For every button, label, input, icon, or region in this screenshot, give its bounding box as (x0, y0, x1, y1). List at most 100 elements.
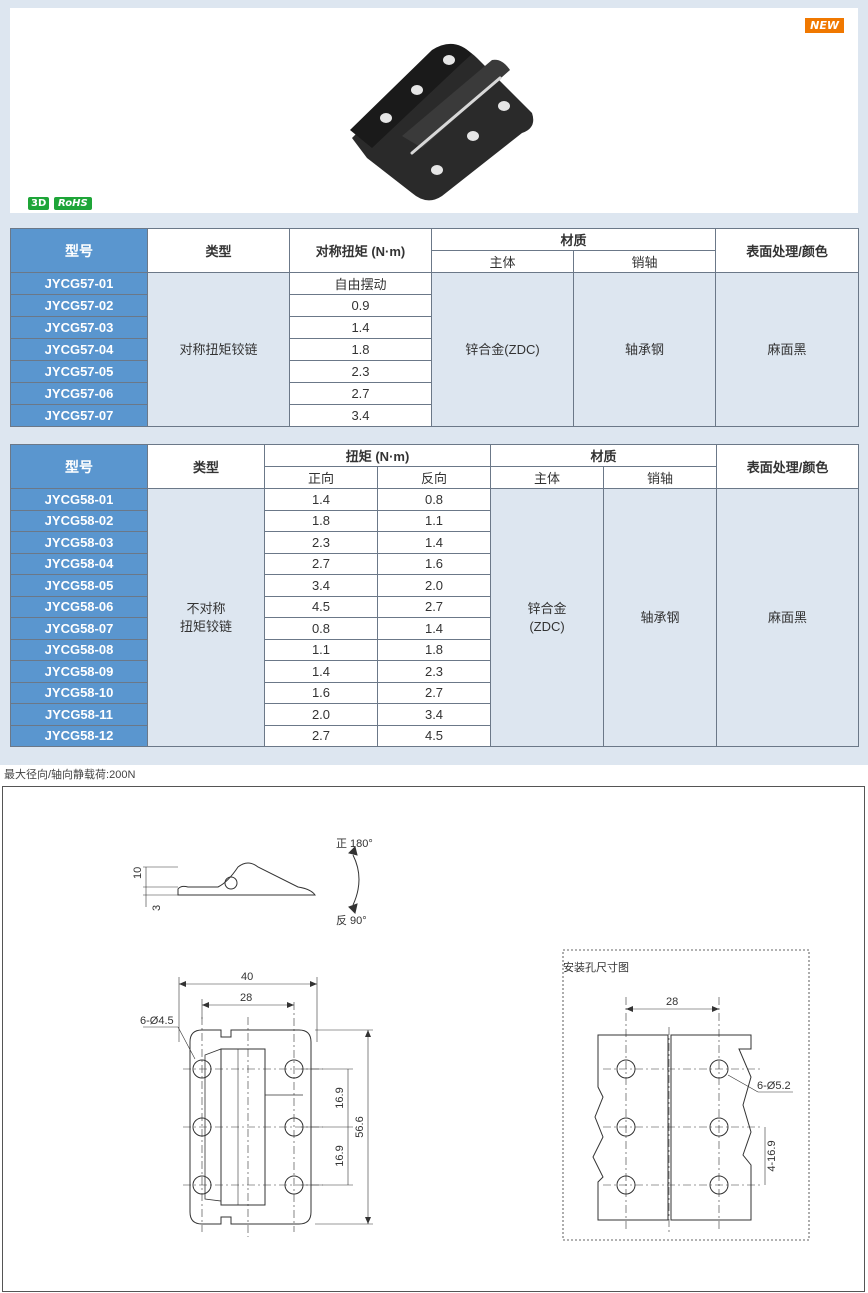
table-cell-forward: 2.7 (264, 552, 378, 575)
table-cell-model: JYCG57-07 (10, 404, 148, 427)
header-reverse: 反向 (376, 466, 492, 489)
table-cell-forward: 1.4 (264, 488, 378, 511)
table-cell-model: JYCG57-04 (10, 338, 148, 361)
spec-table-jycg58: 型号 类型 扭矩 (N·m) 材质 表面处理/颜色 正向 反向 主体 销轴 JY… (10, 444, 860, 747)
rohs-badge: RoHS (54, 197, 92, 210)
table-cell-model: JYCG58-07 (10, 617, 148, 640)
table-cell-model: JYCG58-06 (10, 595, 148, 618)
type-line-2: 扭矩铰链 (179, 618, 232, 634)
table-cell-reverse: 2.7 (376, 681, 492, 704)
table-cell-reverse: 1.6 (376, 552, 492, 575)
dim-mount-holes: 6-Ø5.2 (757, 1080, 791, 1092)
mount-centerlines (603, 997, 763, 1232)
side-view-pin (224, 876, 238, 890)
table-cell-reverse: 1.1 (376, 509, 492, 532)
table-cell-model: JYCG58-08 (10, 638, 148, 661)
front-view-dimensions (143, 977, 373, 1225)
table-cell-forward: 4.5 (264, 595, 378, 618)
table-cell-finish: 麻面黑 (716, 488, 860, 747)
dim-mount-pitch: 4-16.9 (766, 1140, 778, 1171)
table-cell-model: JYCG57-01 (10, 272, 148, 295)
spec-table-jycg57: 型号 类型 对称扭矩 (N·m) 材质 表面处理/颜色 主体 销轴 JYCG57… (10, 228, 860, 427)
table-cell-forward: 1.6 (264, 681, 378, 704)
product-panel: NEW 3D RoHS 型号 类型 对称扭矩 (N·m) 材质 表面处理/颜色 (0, 0, 868, 765)
new-badge: NEW (805, 18, 844, 33)
table-cell-reverse: 1.8 (376, 638, 492, 661)
header-forward: 正向 (264, 466, 378, 489)
front-view-centerlines (183, 1002, 323, 1237)
table-cell-type: 不对称扭矩铰链 (147, 488, 265, 747)
dim-side-h1: 10 (132, 867, 144, 879)
product-image-area: NEW 3D RoHS (10, 8, 858, 213)
angle-reverse: 反 90° (336, 914, 367, 927)
table-cell-body: 锌合金(ZDC) (431, 272, 574, 427)
table-cell-body: 锌合金 (ZDC) (490, 488, 605, 747)
header-material: 材质 (490, 444, 718, 467)
table-cell-forward: 1.1 (264, 638, 378, 661)
mount-outline (592, 1034, 669, 1221)
table-cell-forward: 0.8 (264, 617, 378, 640)
table-cell-reverse: 1.4 (376, 617, 492, 640)
table-cell-torque: 自由摆动 (289, 272, 432, 295)
table-cell-forward: 2.3 (264, 531, 378, 554)
table-cell-forward: 2.7 (264, 724, 378, 747)
table-cell-reverse: 2.0 (376, 574, 492, 597)
header-body: 主体 (431, 250, 574, 273)
technical-drawing: 10 3 正 180° 反 90° 40 28 6-Ø4.5 16.9 16.9… (2, 786, 865, 1292)
table-cell-model: JYCG57-03 (10, 316, 148, 339)
header-pin: 销轴 (572, 250, 717, 273)
table-cell-reverse: 4.5 (376, 724, 492, 747)
dim-pitch-bottom: 16.9 (334, 1145, 346, 1166)
table-cell-torque: 2.3 (289, 360, 432, 383)
table-cell-model: JYCG57-05 (10, 360, 148, 383)
header-material: 材质 (430, 228, 717, 251)
table-cell-reverse: 3.4 (376, 703, 492, 726)
table-cell-model: JYCG58-04 (10, 552, 148, 575)
table-cell-reverse: 2.7 (376, 595, 492, 618)
table-cell-model: JYCG58-11 (10, 703, 148, 726)
table-cell-model: JYCG58-02 (10, 509, 148, 532)
table-cell-model: JYCG58-01 (10, 488, 148, 511)
header-finish: 表面处理/颜色 (715, 228, 860, 273)
header-type: 类型 (147, 228, 290, 273)
dim-holes: 6-Ø4.5 (140, 1015, 174, 1027)
drawing-canvas: 10 3 正 180° 反 90° 40 28 6-Ø4.5 16.9 16.9… (132, 838, 810, 1241)
body-line-2: (ZDC) (529, 618, 565, 634)
table-cell-model: JYCG58-12 (10, 724, 148, 747)
dim-pitch-top: 16.9 (334, 1087, 346, 1108)
dim-width-outer: 40 (241, 971, 253, 983)
dimension-arrows (179, 981, 719, 1224)
header-torque: 对称扭矩 (N·m) (289, 228, 432, 273)
table-cell-forward: 1.4 (264, 660, 378, 683)
table-cell-model: JYCG57-06 (10, 382, 148, 405)
table-cell-model: JYCG57-02 (10, 294, 148, 317)
header-body: 主体 (490, 466, 605, 489)
table-cell-model: JYCG58-09 (10, 660, 148, 683)
dim-mount-width: 28 (666, 996, 678, 1008)
3d-badge: 3D (28, 197, 50, 210)
angle-forward: 正 180° (336, 838, 373, 850)
mount-title: 安装孔尺寸图 (563, 960, 629, 974)
table-cell-type: 对称扭矩铰链 (147, 272, 290, 427)
table-cell-forward: 1.8 (264, 509, 378, 532)
side-view-outline (177, 862, 316, 896)
table-cell-torque: 0.9 (289, 294, 432, 317)
header-type: 类型 (147, 444, 265, 489)
dim-side-h2: 3 (151, 905, 163, 911)
table-cell-torque: 1.8 (289, 338, 432, 361)
hinge-product-image (350, 43, 534, 201)
header-finish: 表面处理/颜色 (716, 444, 860, 489)
mount-dimensions (626, 1008, 793, 1185)
dim-width-inner: 28 (240, 992, 252, 1004)
load-note: 最大径向/轴向静载荷:200N (4, 769, 136, 781)
type-line-1: 不对称 (186, 600, 226, 616)
mount-frame (562, 949, 810, 1241)
table-cell-forward: 2.0 (264, 703, 378, 726)
table-cell-torque: 2.7 (289, 382, 432, 405)
header-pin: 销轴 (603, 466, 718, 489)
body-line-1: 锌合金 (527, 600, 567, 616)
dim-height: 56.6 (354, 1116, 366, 1137)
rotation-arrow (352, 854, 360, 906)
header-model: 型号 (10, 444, 148, 489)
table-cell-finish: 麻面黑 (715, 272, 860, 427)
